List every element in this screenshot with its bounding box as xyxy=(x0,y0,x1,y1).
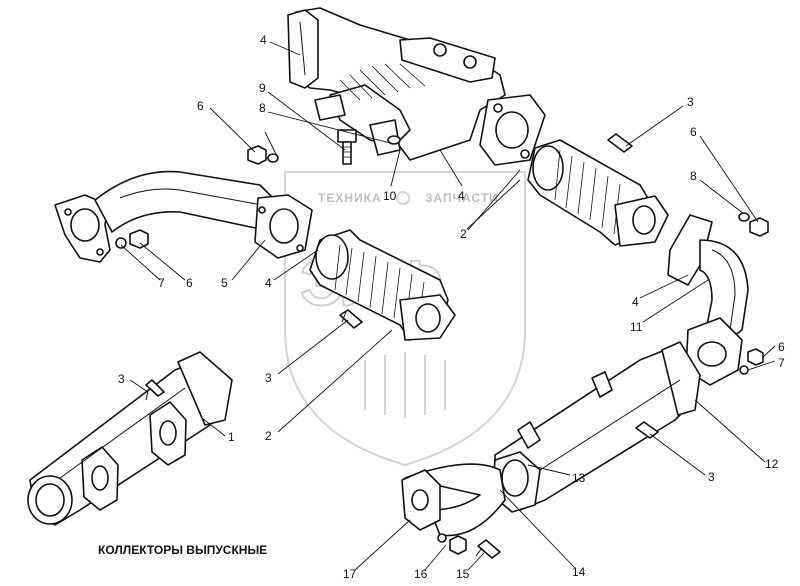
nut-6-washer-7-left xyxy=(115,229,149,249)
lower-left-manifold xyxy=(27,351,233,526)
callout-4-top: 4 xyxy=(260,33,267,47)
callout-3-top-right: 3 xyxy=(687,95,694,109)
callout-11: 11 xyxy=(630,320,643,334)
callout-12: 12 xyxy=(765,457,779,471)
callout-3-lower-left: 3 xyxy=(118,372,125,386)
left-exhaust-pipe xyxy=(54,170,313,263)
bellows-right xyxy=(527,139,669,247)
washer-8-top xyxy=(387,135,401,145)
callout-2-right: 2 xyxy=(460,227,467,241)
bolt-15 xyxy=(475,539,501,559)
callout-17: 17 xyxy=(343,567,357,581)
callout-5: 5 xyxy=(221,276,228,290)
callout-13: 13 xyxy=(572,471,586,485)
callout-2-lower: 2 xyxy=(265,429,272,443)
callout-9: 9 xyxy=(259,81,266,95)
nut-6-washer-7-right xyxy=(739,348,764,375)
watermark-text-2: ЗАПЧАСТИ xyxy=(425,191,499,205)
callout-10: 10 xyxy=(383,189,397,203)
callout-4-right: 4 xyxy=(632,295,639,309)
nut-6-top-left xyxy=(247,145,279,165)
bellows-middle xyxy=(309,229,456,341)
callout-3-mid: 3 xyxy=(265,371,272,385)
top-exhaust-manifold xyxy=(287,7,546,166)
callout-6-left: 6 xyxy=(197,99,204,113)
callout-3-lower-right: 3 xyxy=(708,470,715,484)
callout-6-right: 6 xyxy=(690,125,697,139)
callout-16: 16 xyxy=(414,567,428,581)
callout-7-right: 7 xyxy=(778,356,785,370)
callout-14: 14 xyxy=(572,565,586,579)
right-elbow-pipe xyxy=(667,214,749,386)
callout-8-left: 8 xyxy=(259,101,266,115)
nut-16 xyxy=(437,533,467,555)
callout-4-mid: 4 xyxy=(265,276,272,290)
watermark-text-1: ТЕХНИКА xyxy=(318,191,382,205)
lower-right-manifold xyxy=(401,341,701,537)
leader-lines xyxy=(120,41,776,571)
bolt-3-lower-right xyxy=(635,421,659,439)
callout-8-right: 8 xyxy=(690,169,697,183)
diagram-title: КОЛЛЕКТОРЫ ВЫПУСКНЫЕ xyxy=(98,543,268,557)
watermark-gear-icon xyxy=(396,191,410,205)
bolt-3-middle xyxy=(339,309,363,329)
callout-6-left-2: 6 xyxy=(186,276,193,290)
callout-7-left: 7 xyxy=(158,276,165,290)
callout-labels: 4 9 8 6 10 4 3 6 8 2 7 6 5 4 3 4 11 6 7 … xyxy=(118,33,785,581)
callout-6-right-2: 6 xyxy=(778,340,785,354)
watermark-shield xyxy=(284,171,526,467)
watermark-wheat-icon xyxy=(364,352,446,418)
nut-6-washer-8-right xyxy=(738,212,769,237)
callout-1: 1 xyxy=(228,430,235,444)
callout-4-center: 4 xyxy=(458,189,465,203)
bolt-3-top-right xyxy=(607,133,633,153)
callout-15: 15 xyxy=(456,567,470,581)
